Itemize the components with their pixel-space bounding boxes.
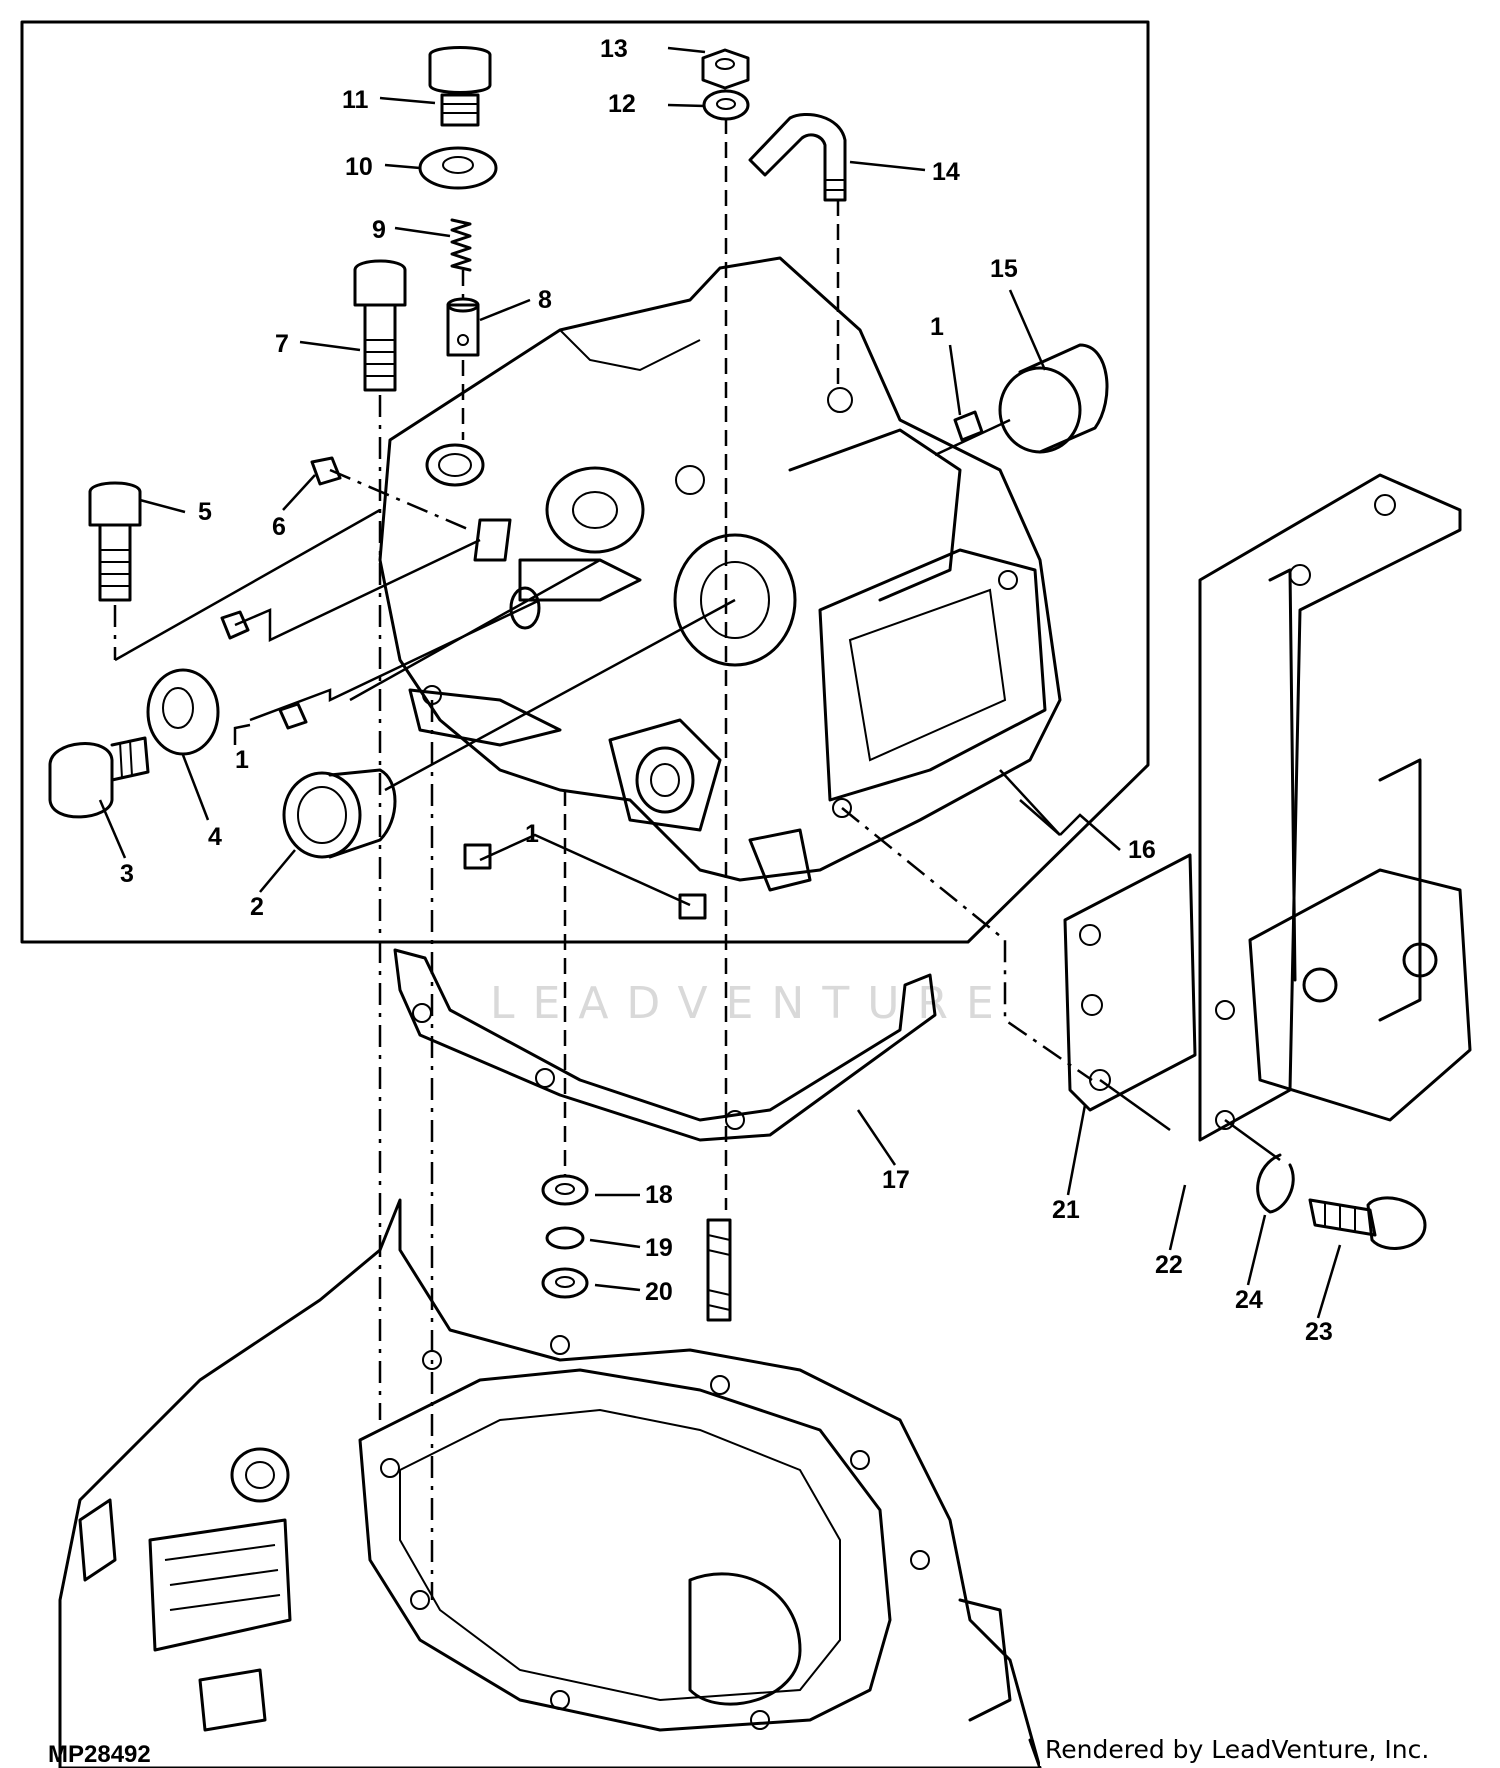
bolt-23 <box>1308 1196 1427 1250</box>
callout-10: 10 <box>345 153 373 181</box>
watermark: LEADVENTURE <box>490 978 1012 1029</box>
gasket-17-hole <box>412 1003 432 1023</box>
bolt-5 <box>88 481 142 602</box>
callout-4: 4 <box>208 823 222 851</box>
gasket-17 <box>393 948 937 1142</box>
callout-21: 21 <box>1052 1196 1080 1224</box>
washer-20 <box>541 1267 589 1299</box>
washer-18 <box>541 1174 589 1206</box>
transmission-case <box>58 1198 1042 1768</box>
nut-13 <box>701 48 750 90</box>
plug-1-left-a <box>220 610 250 640</box>
callout-12: 12 <box>608 90 636 118</box>
callout-24: 24 <box>1235 1286 1263 1314</box>
callout-2: 2 <box>250 893 264 921</box>
callout-1: 1 <box>235 746 249 774</box>
callout-23: 23 <box>1305 1318 1333 1346</box>
centerline <box>114 508 381 662</box>
hose-14 <box>748 113 847 202</box>
washer-10 <box>418 146 498 190</box>
callout-3: 3 <box>120 860 134 888</box>
assembly-frame <box>20 20 1150 944</box>
gasket-17-hole <box>725 1110 745 1130</box>
centerline <box>249 598 541 722</box>
bolt-7 <box>353 259 407 392</box>
callout-1: 1 <box>525 820 539 848</box>
centerline <box>384 598 736 792</box>
washer-12 <box>702 89 750 121</box>
callout-19: 19 <box>645 1234 673 1262</box>
gasket-17-hole <box>535 1068 555 1088</box>
plug-3 <box>48 736 150 819</box>
centerline <box>934 418 1011 457</box>
centerline <box>1224 1118 1281 1162</box>
centerline <box>1099 1078 1171 1132</box>
callout-9: 9 <box>372 216 386 244</box>
washer-19 <box>545 1226 585 1250</box>
callout-13: 13 <box>600 35 628 63</box>
callout-leaders <box>98 46 1342 1319</box>
callout-15: 15 <box>990 255 1018 283</box>
callout-14: 14 <box>932 158 960 186</box>
credit-backdrop <box>1040 1732 1360 1766</box>
plug-1-bottom-b <box>678 893 707 920</box>
plug-1-bottom-a <box>463 843 492 870</box>
washer-4 <box>146 668 220 756</box>
bracket-22 <box>1198 473 1472 1142</box>
centerline <box>329 468 471 532</box>
callout-18: 18 <box>645 1181 673 1209</box>
callout-7: 7 <box>275 330 289 358</box>
callout-17: 17 <box>882 1166 910 1194</box>
plug-6 <box>310 456 342 486</box>
centerline <box>841 807 1093 1082</box>
sleeve-8 <box>446 297 480 357</box>
callout-6: 6 <box>272 513 286 541</box>
spring-9 <box>450 218 472 272</box>
callout-1: 1 <box>930 313 944 341</box>
render-credit: Rendered by LeadVenture, Inc. <box>1045 1735 1429 1764</box>
rockshaft-housing <box>378 256 1062 892</box>
snap-ring-24 <box>1256 1153 1295 1214</box>
callout-20: 20 <box>645 1278 673 1306</box>
bushing-2 <box>282 768 397 859</box>
plug-11 <box>428 46 492 127</box>
callout-16: 16 <box>1128 836 1156 864</box>
figure-id: MP28492 <box>48 1741 151 1768</box>
centerline <box>234 538 481 642</box>
callout-22: 22 <box>1155 1251 1183 1279</box>
callout-8: 8 <box>538 286 552 314</box>
callout-5: 5 <box>198 498 212 526</box>
gasket-21 <box>1063 853 1197 1112</box>
stud <box>706 1218 732 1322</box>
callout-11: 11 <box>342 86 369 114</box>
plug-1-left-b <box>278 702 308 730</box>
centerline <box>349 558 601 702</box>
bushing-15 <box>998 343 1109 454</box>
